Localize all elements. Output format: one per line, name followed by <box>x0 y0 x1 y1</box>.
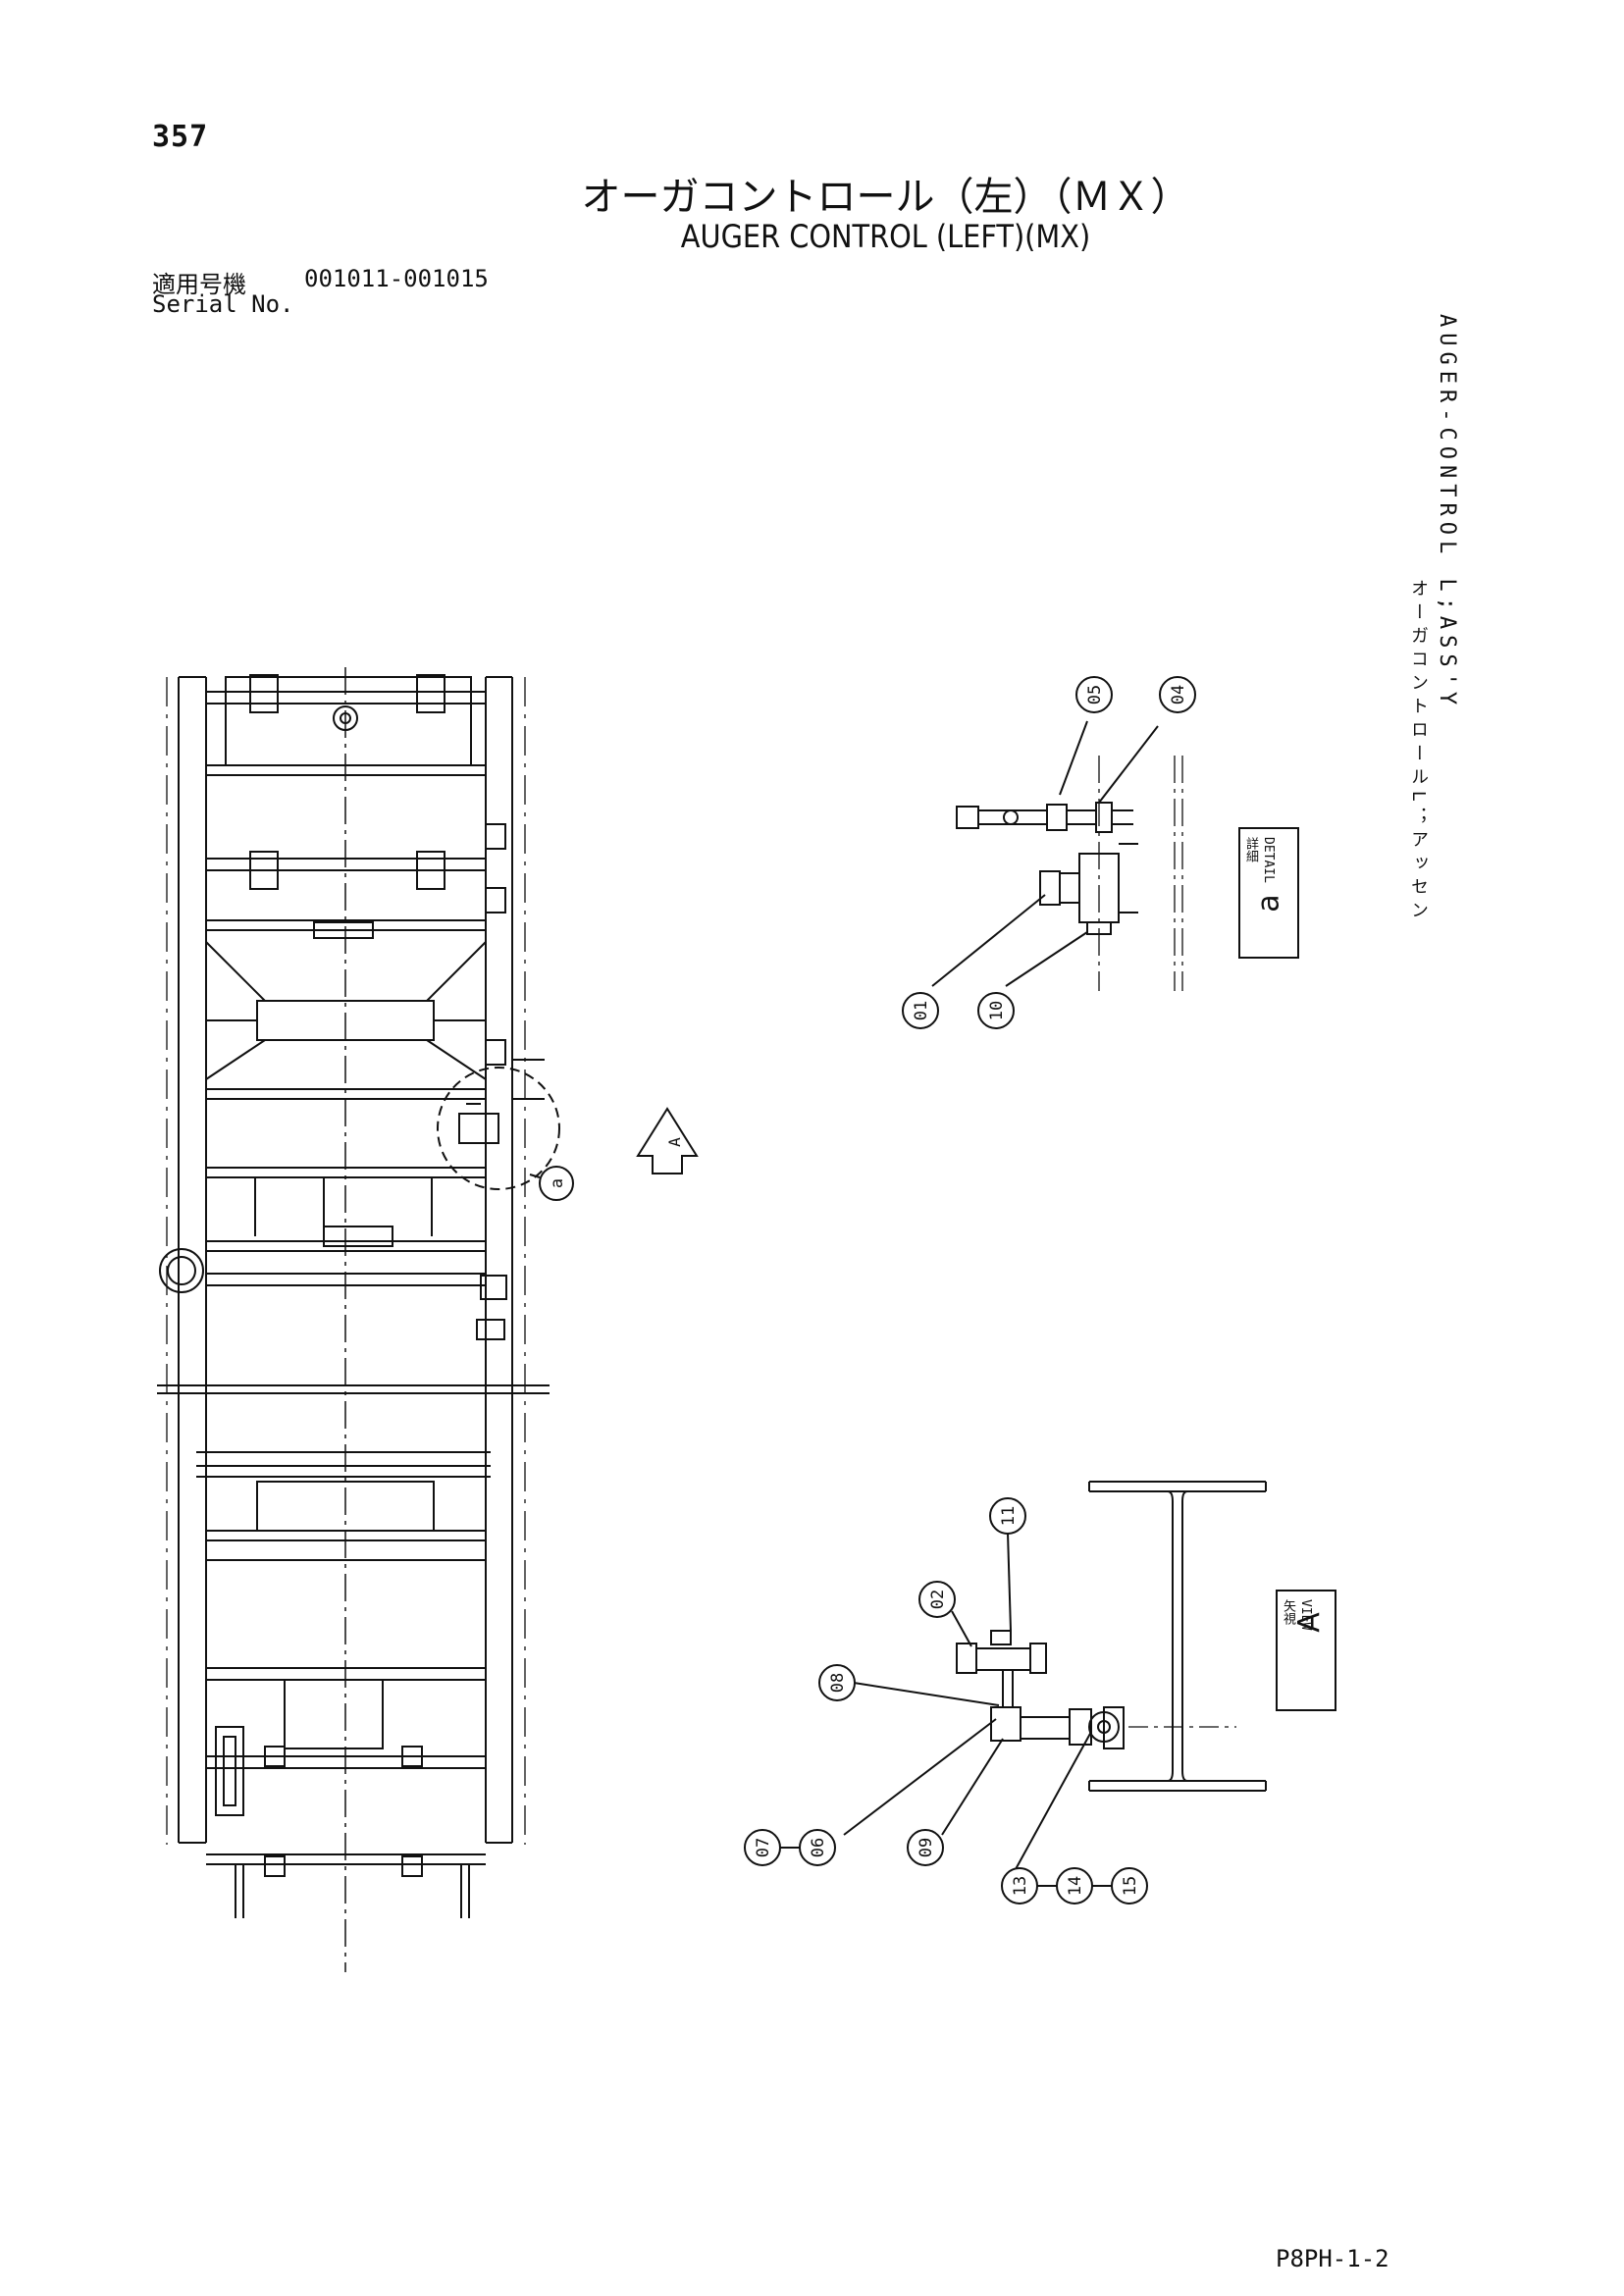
part-number-label: 08 <box>828 1673 848 1693</box>
assembly-label-english: AUGER-CONTROL L;ASS'Y <box>1435 314 1459 711</box>
part-number-label: 05 <box>1085 685 1105 704</box>
balloon-06 <box>799 1829 836 1866</box>
page-title-english: AUGER CONTROL (LEFT)(MX) <box>680 218 1091 255</box>
part-number-label: 04 <box>1169 685 1188 704</box>
detail-label-english: DETAIL <box>1261 837 1276 883</box>
chassis-frame-drawing <box>157 667 560 1972</box>
balloon-10 <box>977 992 1015 1029</box>
view-a-assembly <box>956 1481 1267 1792</box>
part-number-label: 07 <box>754 1838 773 1857</box>
view-label-japanese: 矢視 <box>1281 1599 1295 1625</box>
balloon-05 <box>1075 676 1113 713</box>
balloon-13 <box>1001 1867 1038 1905</box>
part-number-label: 02 <box>928 1590 948 1609</box>
balloon-02 <box>918 1581 956 1618</box>
balloon-01 <box>902 992 939 1029</box>
detail-label-letter: a <box>1251 894 1286 913</box>
view-a-label-box: 矢視 VIEW A <box>1276 1590 1336 1711</box>
serial-label-japanese: 適用号機 <box>152 271 246 298</box>
balloon-07 <box>744 1829 781 1866</box>
view-label-english: VIEW <box>1298 1599 1313 1631</box>
part-number-label: 11 <box>999 1506 1019 1526</box>
part-number-label: 10 <box>987 1001 1007 1020</box>
detail-a-assembly <box>956 756 1183 991</box>
part-number-label: 14 <box>1066 1876 1085 1896</box>
balloon-14 <box>1056 1867 1093 1905</box>
balloon-04 <box>1159 676 1196 713</box>
serial-label-english: Serial No. <box>152 290 294 318</box>
serial-range: 001011-001015 <box>304 265 489 292</box>
part-number-label: 15 <box>1121 1876 1140 1896</box>
view-label-letter: A <box>1291 1612 1327 1633</box>
view-arrow-label: A <box>665 1137 684 1147</box>
page-title-japanese: オーガコントロール（左）（ＭＸ） <box>581 175 1190 220</box>
part-number-label: 06 <box>809 1838 828 1857</box>
part-number-label: 13 <box>1011 1876 1030 1896</box>
balloon-11 <box>989 1497 1026 1535</box>
balloon-09 <box>907 1829 944 1866</box>
balloon-08 <box>818 1664 856 1701</box>
balloon-15 <box>1111 1867 1148 1905</box>
detail-a-callout: a <box>548 1178 567 1188</box>
view-arrow-a <box>636 1107 699 1174</box>
document-code: P8PH-1-2 <box>1276 2245 1389 2272</box>
detail-a-label-box: 詳細 DETAIL a <box>1238 827 1299 959</box>
assembly-label-japanese: オーガコントロールL；アッセン <box>1408 579 1429 925</box>
page-number: 357 <box>152 120 209 154</box>
part-number-label: 01 <box>912 1001 931 1020</box>
detail-label-japanese: 詳細 <box>1243 837 1258 862</box>
part-number-label: 09 <box>917 1838 936 1857</box>
